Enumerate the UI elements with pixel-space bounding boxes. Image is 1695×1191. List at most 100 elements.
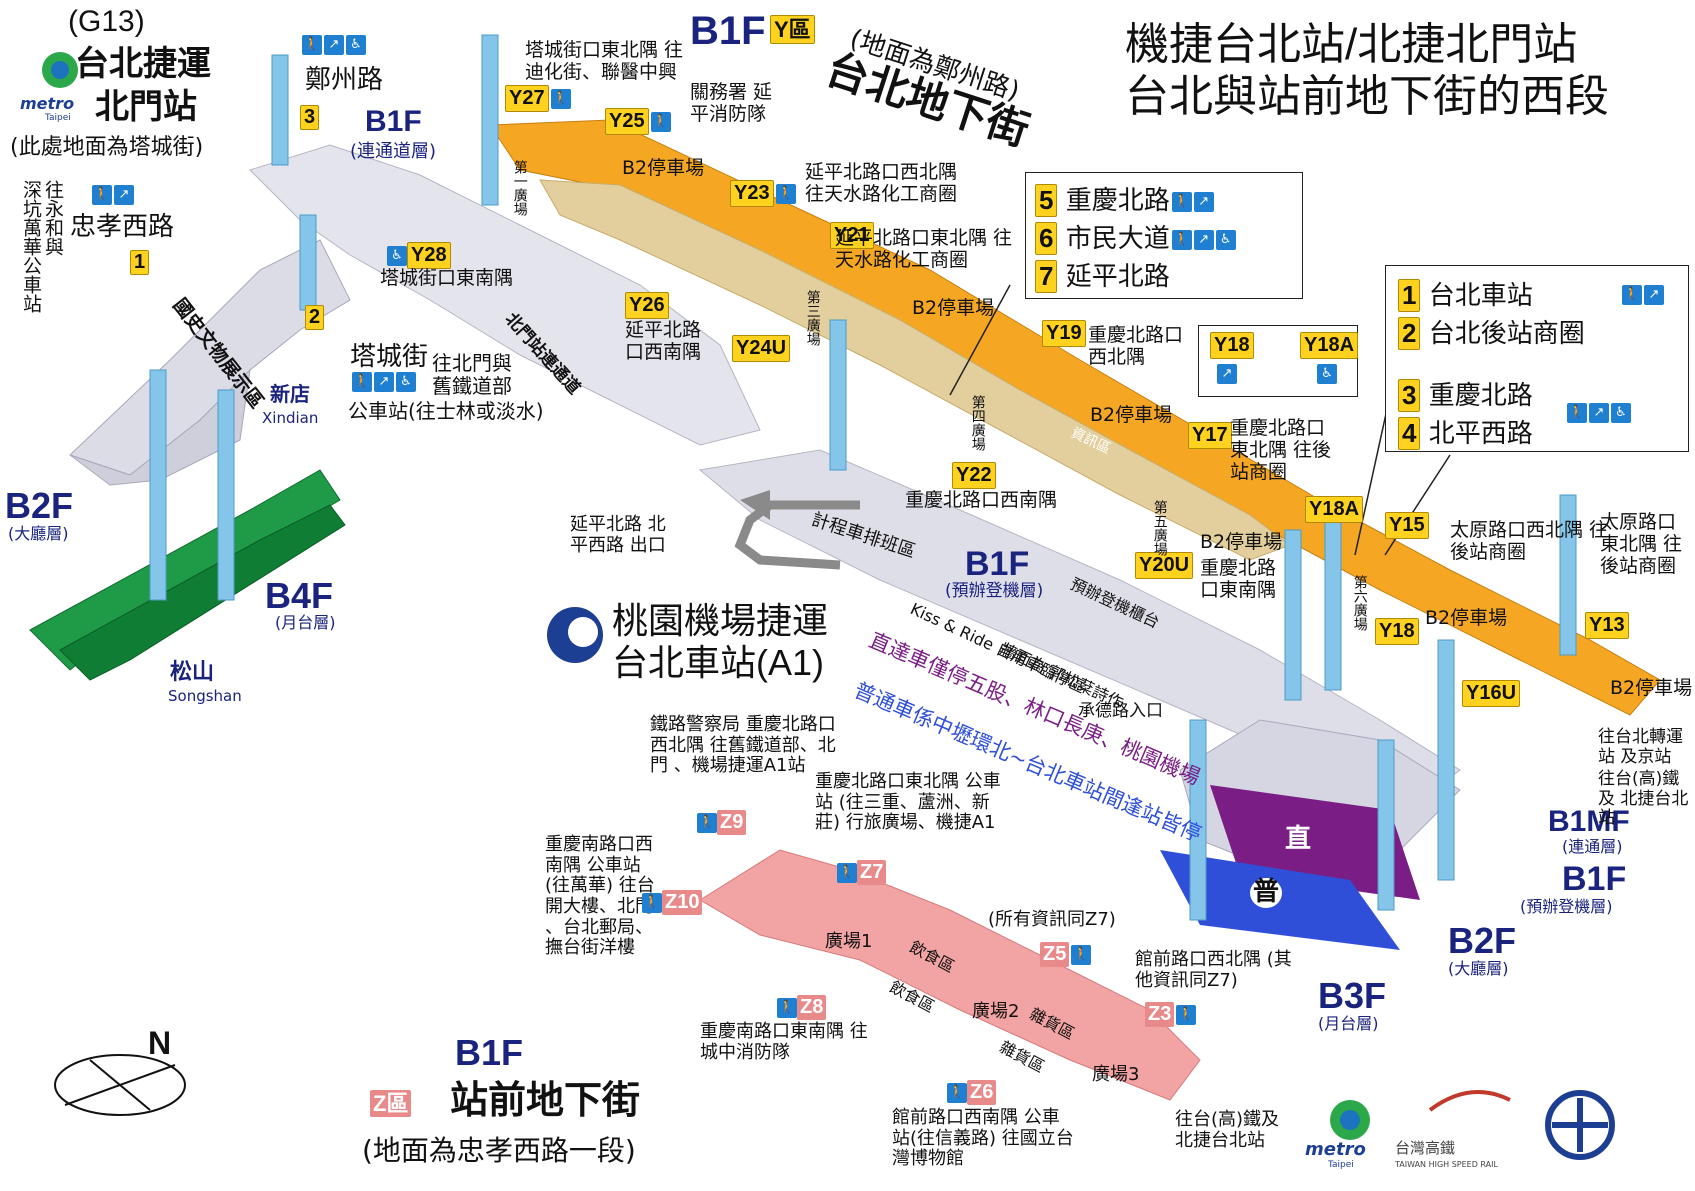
b1f-link-sub: (連通道層) (350, 141, 437, 162)
y21-text: 延平北路口東北隅 往天水路化工商圈 (835, 227, 1013, 271)
y27-text: 塔城街口東北隅 往迪化街、聯醫中興 (525, 39, 684, 83)
y19-badge: Y19 (1042, 320, 1086, 347)
shaft-9 (1437, 639, 1455, 881)
b1f-checkin-sub: (預辦登機層) (945, 581, 1044, 601)
z3-badge: Z3🚶 (1145, 1002, 1197, 1027)
b3f-label: B3F (1318, 975, 1387, 1016)
z-area-badge: Z區 (370, 1090, 412, 1118)
y-area-badge: Y區 (770, 15, 815, 45)
legend-y18-icon-a: ↗ (1215, 364, 1237, 384)
metro-logo-text: metro (20, 94, 75, 113)
y26-badge: Y26 (625, 292, 669, 319)
y21-badge: Y21 (830, 222, 874, 249)
bus-shilin-text: 公車站(往士林或淡水) (348, 399, 544, 423)
a1-exit-arrow (734, 500, 860, 570)
z-plaza-1: 廣場1 (825, 931, 873, 952)
exit-zhengzhou: 鄭州路 (305, 64, 384, 94)
b1f-checkin-label: B1F (965, 545, 1030, 583)
exit-3-badge: 3 (300, 105, 320, 130)
y-zone-shops (539, 179, 1292, 561)
z-note: (地面為忠孝西路一段) (362, 1134, 636, 1167)
elevator-icon: ♿ (387, 245, 407, 266)
y15-text: 太原路口西北隅 往後站商圈 (1450, 519, 1609, 563)
y20u-text: 重慶北路 口東南隅 (1200, 557, 1277, 601)
songshan-label: 松山 (170, 660, 215, 685)
y18-badge: Y18 (1375, 618, 1419, 645)
escalator-icon: ↗ (114, 185, 134, 205)
exit-1-badge: 1 (130, 250, 150, 275)
z10-badge: 🚶Z10 (640, 890, 703, 915)
g13-name1: 台北捷運 (75, 45, 211, 83)
walk-icon: 🚶 (777, 997, 797, 1018)
z8-text: 重慶南路口東南隅 往城中消防隊 (700, 1021, 868, 1063)
walk-icon: 🚶 (1071, 944, 1092, 965)
metro-logo-sub: Taipei (45, 113, 71, 123)
to-rail-text: 舊鐵道部 (432, 374, 512, 398)
exit-2-badge: 2 (305, 305, 325, 330)
y17-text: 重慶北路口 東北隅 往後站商圈 (1230, 417, 1332, 483)
thsr-logo-swoosh (1428, 1090, 1511, 1112)
b4f-sub: (月台層) (275, 613, 336, 632)
compass-ellipse (54, 1054, 186, 1116)
b2f-left-sub: (大廳層) (8, 524, 69, 543)
a1-name2: 台北車站(A1) (612, 642, 825, 683)
y13-badge: Y13 (1585, 612, 1629, 639)
y22-badge: Y22 (952, 462, 996, 489)
y25-badge: Y25🚶 (605, 108, 671, 135)
a1-exit-arrowhead (740, 490, 770, 520)
escalator-icon: ↗ (1589, 403, 1609, 423)
elevator-icon: ♿ (1317, 364, 1337, 384)
y-floor-label: B1F (690, 9, 766, 53)
walk-icon: 🚶 (1622, 285, 1642, 305)
to-beimen-text: 往北門與 (432, 351, 512, 375)
y-b2park-4: B2停車場 (1200, 531, 1283, 553)
y-b2park-6: B2停車場 (1610, 677, 1693, 699)
metro-logo-bottom-sub: Taipei (1328, 1160, 1354, 1170)
y28-text: 塔城街口東南隅 (380, 267, 514, 289)
a1-logo-mark-inner (568, 617, 598, 647)
y20u-badge: Y20U (1135, 552, 1194, 579)
page-title-line2: 台北與站前地下街的西段 (1125, 72, 1609, 121)
y19-text: 重慶北路口 西北隅 (1088, 324, 1184, 368)
shaft-2 (271, 54, 289, 166)
elevator-icon: ♿ (1215, 229, 1236, 250)
shaft-1 (481, 34, 499, 206)
z3-text: 館前路口西北隅 (其他資訊同Z7) (1135, 949, 1292, 991)
a1-to-hsr-text: 往台(高)鐵及 北捷台北站 (1598, 769, 1689, 829)
shaft-11 (1189, 719, 1207, 921)
exit-zhongxiao: 忠孝西路 (70, 211, 175, 241)
walk-icon: 🚶 (550, 88, 571, 109)
compass-line-b (89, 1059, 151, 1111)
songshan-en-label: Songshan (168, 687, 242, 705)
z8-badge: 🚶Z8 (775, 995, 827, 1020)
g13-code: (G13) (68, 5, 145, 38)
walk-icon: 🚶 (697, 812, 717, 833)
y-plaza-3: 第三廣場 (804, 290, 821, 346)
y17-badge: Y17 (1188, 422, 1232, 449)
escalator-icon: ↗ (1193, 229, 1214, 250)
a1-chengde-text: 承德路入口 (1078, 701, 1163, 721)
xindian-label: 新店 (270, 382, 310, 406)
b3f-sub: (月台層) (1318, 1014, 1379, 1033)
shaft-12 (1377, 739, 1395, 911)
b2f-right-label: B2F (1448, 920, 1517, 961)
g13-b4f-platform (29, 469, 341, 671)
y15-badge: Y15 (1385, 512, 1429, 539)
legend-1234-icons-a: 🚶↗ (1620, 285, 1664, 305)
g13-b4f-platform-2 (59, 504, 346, 681)
b1f-right-sub: (預辦登機層) (1520, 897, 1613, 916)
legend-1234-row-2: 2 台北後站商圈 (1398, 313, 1585, 350)
escalator-icon: ↗ (1193, 191, 1214, 212)
y26-text: 延平北路 口西南隅 (625, 319, 702, 363)
left-exit-icons-3: 🚶↗♿ (300, 35, 366, 55)
a1-to-transfer-text: 往台北轉運站 及京站 (1598, 727, 1683, 767)
y16u-badge: Y16U (1462, 680, 1521, 707)
walk-icon: 🚶 (92, 185, 112, 205)
escalator-icon: ↗ (1217, 364, 1237, 384)
g13-name2: 北門站 (95, 88, 197, 126)
legend-y18-b: Y18A (1300, 332, 1359, 359)
z5-text: (所有資訊同Z7) (988, 909, 1116, 930)
y-b2park-2: B2停車場 (912, 297, 995, 319)
z9-badge: 🚶Z9 (695, 810, 747, 835)
